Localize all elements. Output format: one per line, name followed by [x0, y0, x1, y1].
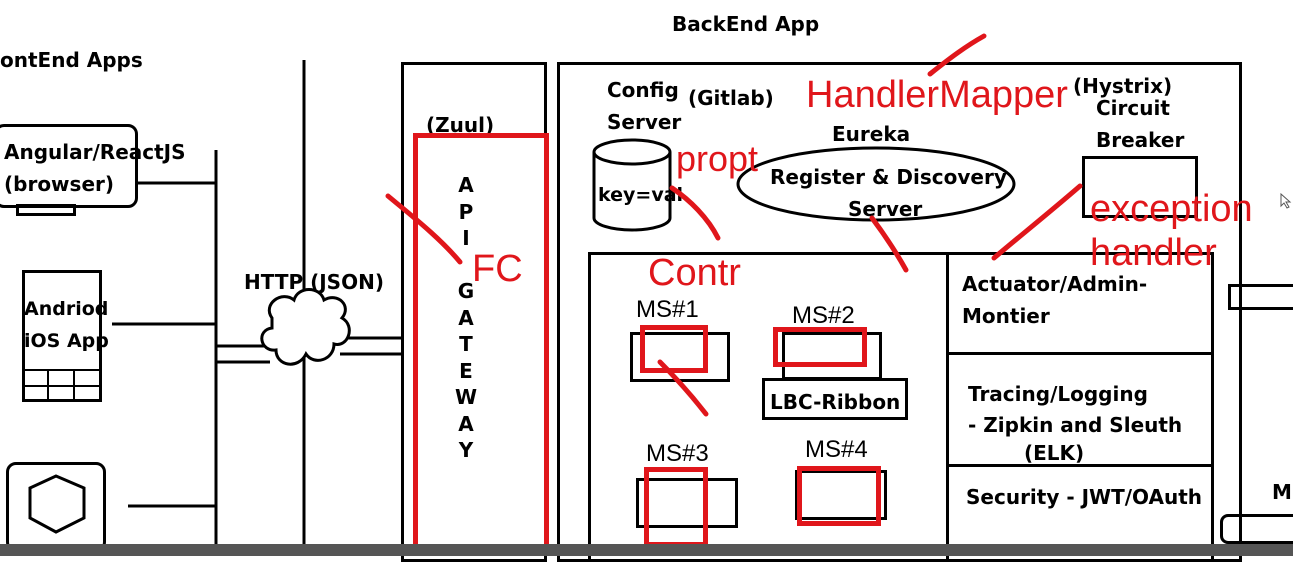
gateway-letter: A [458, 411, 474, 436]
contr-annotation: Contr [648, 252, 741, 294]
propt-annotation: propt [676, 138, 759, 179]
ms3-label: MS#3 [646, 440, 709, 467]
gateway-letter: P [458, 199, 474, 224]
config-db-top [592, 138, 672, 166]
exception-stroke [991, 183, 1083, 261]
tracing-line-3: (ELK) [1024, 441, 1085, 465]
gateway-letter: A [458, 305, 474, 330]
eureka-stroke [869, 215, 909, 273]
ms4-box [795, 470, 887, 520]
tracing-line-2: - Zipkin and Sleuth [968, 413, 1183, 437]
ms2-highlight [773, 327, 867, 367]
eureka-line-1: Register & Discovery [770, 165, 1007, 189]
lbc-ribbon-label: LBC-Ribbon [770, 390, 901, 414]
gateway-letter: E [459, 358, 473, 383]
browser-client-label: Angular/ReactJS [4, 140, 186, 164]
ms1-label: MS#1 [636, 296, 699, 323]
ms2-label: MS#2 [792, 302, 855, 329]
breaker-label: Breaker [1096, 128, 1185, 152]
hexagon-icon [28, 474, 86, 534]
gateway-letter: W [454, 385, 478, 409]
video-progress-bar[interactable] [0, 544, 1293, 556]
hystrix-label: (Hystrix) [1073, 74, 1173, 98]
gateway-letter: T [459, 332, 473, 356]
gateway-letter: Y [458, 438, 474, 462]
security-label: Security - JWT/OAuth [966, 485, 1203, 509]
ms1-stroke [657, 359, 709, 417]
actuator-line-1: Actuator/Admin- [962, 272, 1148, 296]
frontend-title: ontEnd Apps [0, 48, 143, 72]
cut-off-label: M [1272, 480, 1292, 504]
backend-title: BackEnd App [672, 12, 820, 36]
right-pipe-top [1228, 284, 1293, 310]
side-panel-divider [946, 252, 949, 562]
circuit-label: Circuit [1096, 96, 1170, 120]
handler-mapper-annotation: HandlerMapper [806, 74, 1068, 116]
actuator-divider [946, 352, 1214, 355]
tracing-divider [946, 464, 1214, 467]
eureka-ellipse [736, 146, 1016, 222]
exception-annotation-2: handler [1090, 232, 1217, 274]
config-store-label: key=val [598, 184, 684, 206]
gateway-letter: G [457, 279, 475, 303]
config-db-body [592, 152, 672, 232]
handler-mapper-stroke [927, 33, 987, 77]
fc-annotation: FC [472, 248, 523, 290]
ms4-label: MS#4 [805, 436, 868, 463]
mobile-client-box [22, 270, 102, 402]
browser-client-stand [16, 204, 76, 216]
circuit-breaker-box [1082, 156, 1198, 218]
browser-client-sublabel: (browser) [4, 172, 115, 196]
mouse-cursor-icon [1280, 192, 1292, 209]
tracing-line-1: Tracing/Logging [968, 382, 1148, 406]
mobile-client-label-1: Andriod [24, 298, 109, 320]
ms3-box [636, 478, 738, 528]
exception-annotation-1: exception [1090, 188, 1253, 230]
eureka-label: Eureka [832, 122, 911, 146]
eureka-line-2: Server [848, 197, 923, 221]
http-cloud-icon [260, 288, 351, 366]
gitlab-label: (Gitlab) [688, 86, 774, 110]
gateway-letter: I [462, 226, 470, 250]
config-title-2: Server [607, 110, 682, 134]
actuator-line-2: Montier [962, 304, 1050, 328]
gateway-letters: A P I G A T E W A Y [452, 172, 480, 464]
fc-stroke [385, 193, 463, 265]
config-title-1: Config [607, 78, 679, 102]
right-pipe-bottom [1220, 514, 1293, 544]
propt-stroke [669, 185, 721, 241]
lbc-ribbon-box [762, 378, 908, 420]
ms4-highlight [797, 466, 881, 526]
gateway-letter: A [458, 173, 474, 197]
mobile-client-label-2: iOS App [24, 330, 109, 352]
ms1-highlight [640, 325, 708, 373]
